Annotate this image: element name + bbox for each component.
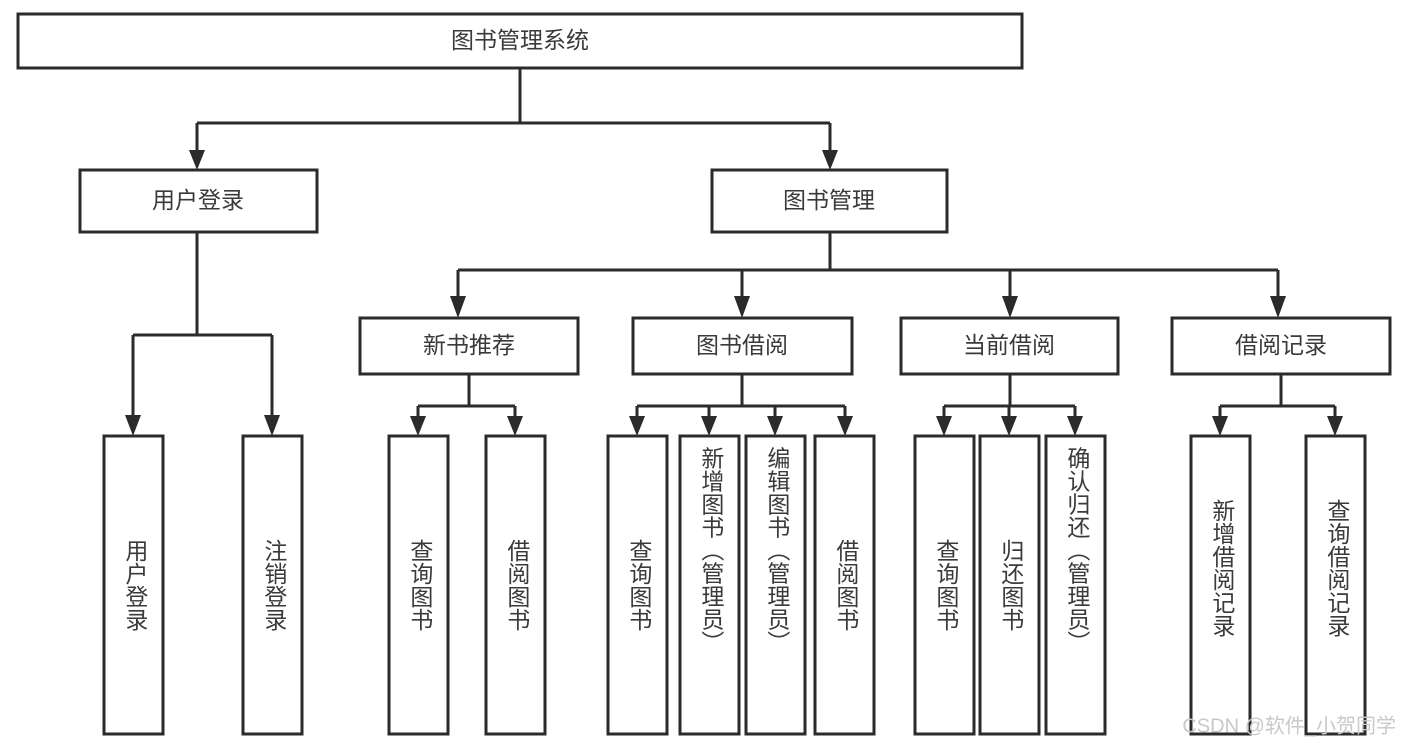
arrowhead-leaf-edit-book: [767, 416, 783, 436]
node-leaf-return-book-box[interactable]: [978, 434, 1041, 736]
node-book-borrow-label: 图书借阅: [696, 332, 788, 358]
node-user-login-box[interactable]: [78, 168, 319, 234]
node-new-book-rec[interactable]: 新书推荐: [358, 316, 580, 376]
node-new-book-rec-label: 新书推荐: [423, 332, 515, 358]
node-leaf-add-record-label: 新增借阅记录: [1209, 499, 1236, 637]
connector-layer: [125, 68, 1343, 436]
watermark-label: CSDN @软件_小贺同学: [1182, 714, 1396, 737]
node-leaf-add-record-box[interactable]: [1189, 434, 1252, 736]
node-leaf-query-book-2-box[interactable]: [606, 434, 669, 736]
node-leaf-edit-book-box[interactable]: [744, 434, 807, 736]
node-user-login-label: 用户登录: [152, 187, 244, 213]
node-leaf-user-login[interactable]: 用户登录: [102, 434, 165, 736]
node-borrow-record[interactable]: 借阅记录: [1170, 316, 1392, 376]
node-user-login[interactable]: 用户登录: [78, 168, 319, 234]
node-leaf-add-book-label: 新增图书（管理员）: [698, 447, 725, 654]
node-leaf-borrow-book-1-box[interactable]: [484, 434, 547, 736]
node-book-borrow-box[interactable]: [631, 316, 854, 376]
node-leaf-logout-label: 注销登录: [261, 539, 288, 631]
node-leaf-logout[interactable]: 注销登录: [241, 434, 304, 736]
node-book-borrow[interactable]: 图书借阅: [631, 316, 854, 376]
node-leaf-add-record[interactable]: 新增借阅记录: [1189, 434, 1252, 736]
arrowhead-book-manage: [822, 150, 838, 170]
node-current-borrow[interactable]: 当前借阅: [899, 316, 1120, 376]
arrowhead-leaf-query-book-1: [410, 416, 426, 436]
node-leaf-add-book-box[interactable]: [678, 434, 741, 736]
node-leaf-edit-book-label: 编辑图书（管理员）: [764, 447, 791, 654]
node-new-book-rec-box[interactable]: [358, 316, 580, 376]
node-leaf-query-record-label: 查询借阅记录: [1324, 499, 1351, 637]
arrowhead-leaf-return-book: [1001, 416, 1017, 436]
arrowhead-user-login: [189, 150, 205, 170]
arrowhead-current-borrow: [1002, 296, 1018, 318]
node-root-box[interactable]: [16, 12, 1024, 70]
node-leaf-user-login-box[interactable]: [102, 434, 165, 736]
node-book-manage[interactable]: 图书管理: [710, 168, 949, 234]
arrowhead-leaf-query-record: [1327, 416, 1343, 436]
node-leaf-logout-box[interactable]: [241, 434, 304, 736]
node-leaf-query-book-1[interactable]: 查询图书: [387, 434, 450, 736]
node-borrow-record-box[interactable]: [1170, 316, 1392, 376]
node-current-borrow-box[interactable]: [899, 316, 1120, 376]
arrowhead-leaf-logout: [264, 415, 280, 436]
node-leaf-query-book-1-box[interactable]: [387, 434, 450, 736]
node-leaf-return-book-label: 归还图书: [998, 539, 1025, 631]
arrowhead-leaf-add-book: [701, 416, 717, 436]
node-leaf-confirm-return-label: 确认归还（管理员）: [1064, 447, 1091, 654]
node-current-borrow-label: 当前借阅: [963, 332, 1055, 358]
node-root[interactable]: 图书管理系统: [16, 12, 1024, 70]
node-leaf-query-record-box[interactable]: [1304, 434, 1367, 736]
node-leaf-query-book-3[interactable]: 查询图书: [913, 434, 976, 736]
node-leaf-borrow-book-1-label: 借阅图书: [504, 539, 531, 631]
node-leaf-borrow-book-2-box[interactable]: [813, 434, 876, 736]
arrowhead-borrow-record: [1270, 296, 1286, 318]
node-leaf-borrow-book-2-label: 借阅图书: [833, 539, 860, 631]
node-leaf-return-book[interactable]: 归还图书: [978, 434, 1041, 736]
node-leaf-confirm-return-box[interactable]: [1044, 434, 1107, 736]
node-leaf-query-book-2-label: 查询图书: [626, 539, 653, 631]
node-leaf-query-book-1-label: 查询图书: [407, 539, 434, 631]
node-root-label: 图书管理系统: [451, 27, 589, 53]
arrowhead-leaf-borrow-book-2: [837, 416, 853, 436]
node-leaf-query-book-3-label: 查询图书: [933, 539, 960, 631]
node-leaf-add-book[interactable]: 新增图书（管理员）: [678, 434, 741, 736]
node-leaf-query-record[interactable]: 查询借阅记录: [1304, 434, 1367, 736]
node-book-manage-box[interactable]: [710, 168, 949, 234]
node-leaf-query-book-2[interactable]: 查询图书: [606, 434, 669, 736]
node-leaf-borrow-book-2[interactable]: 借阅图书: [813, 434, 876, 736]
arrowhead-new-book-rec: [450, 296, 466, 318]
arrowhead-leaf-query-book-3: [936, 416, 952, 436]
arrowhead-leaf-borrow-book-1: [507, 416, 523, 436]
node-leaf-user-login-label: 用户登录: [122, 539, 149, 631]
arrowhead-leaf-query-book-2: [629, 416, 645, 436]
node-leaf-edit-book[interactable]: 编辑图书（管理员）: [744, 434, 807, 736]
node-leaf-query-book-3-box[interactable]: [913, 434, 976, 736]
arrowhead-leaf-confirm-return: [1067, 416, 1083, 436]
node-leaf-borrow-book-1[interactable]: 借阅图书: [484, 434, 547, 736]
node-book-manage-label: 图书管理: [783, 187, 875, 213]
arrowhead-leaf-add-record: [1212, 416, 1228, 436]
arrowhead-book-borrow: [734, 296, 750, 318]
arrowhead-leaf-user-login: [125, 415, 141, 436]
node-leaf-confirm-return[interactable]: 确认归还（管理员）: [1044, 434, 1107, 736]
node-borrow-record-label: 借阅记录: [1235, 332, 1327, 358]
